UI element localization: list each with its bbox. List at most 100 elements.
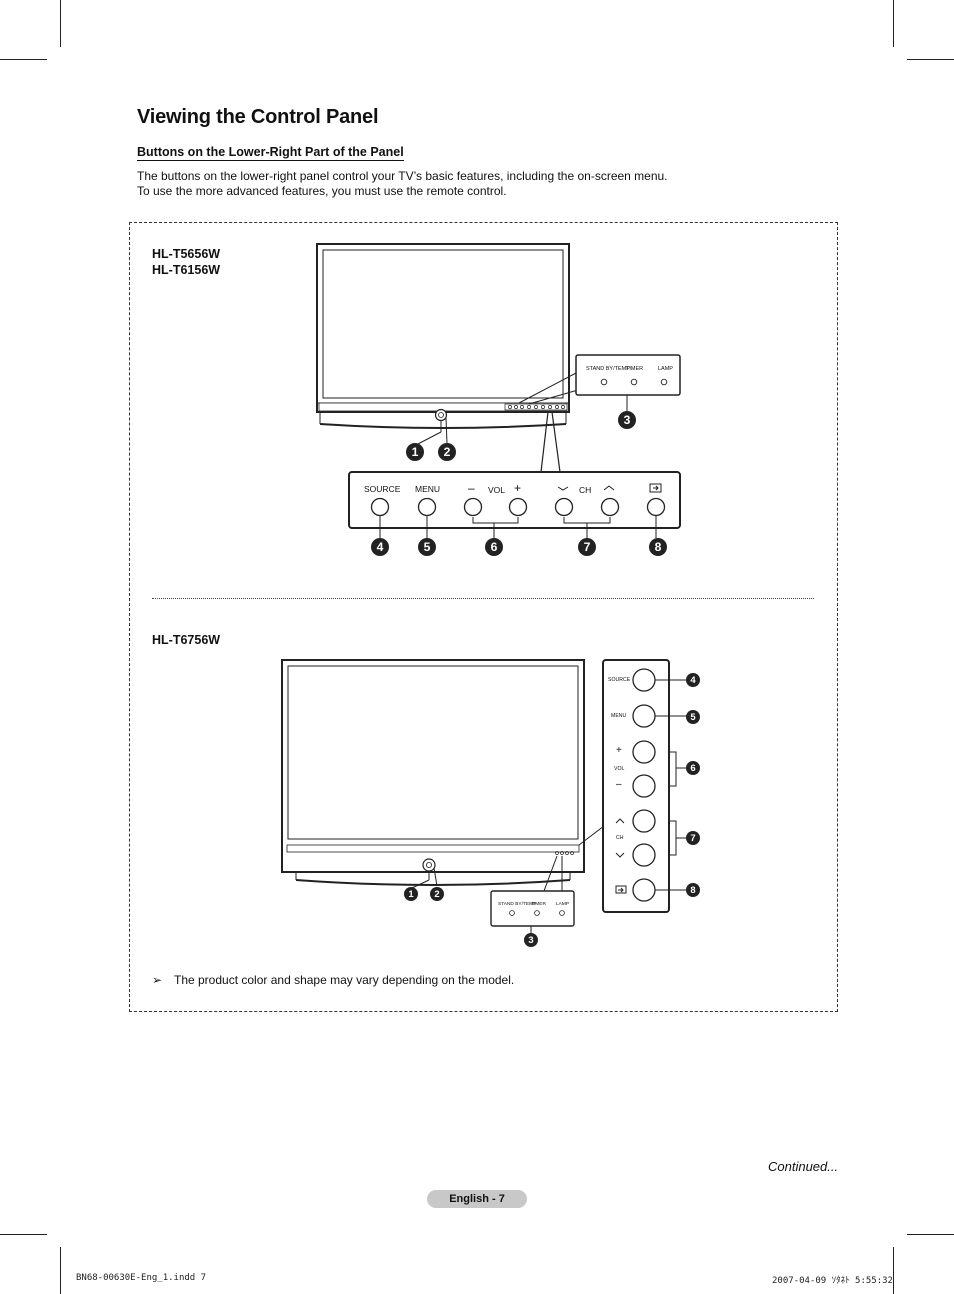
callout-badge <box>406 443 424 461</box>
vol-down-button <box>632 774 656 798</box>
ch-down-icon <box>557 486 569 491</box>
source-label: SOURCE <box>364 484 401 494</box>
indicator-label: LAMP <box>556 902 570 907</box>
page-number: English - 7 <box>427 1190 527 1208</box>
source-button <box>370 497 390 517</box>
ch-label: CH <box>616 835 624 841</box>
crop-mark <box>907 1234 954 1235</box>
callout-badge <box>438 443 456 461</box>
ch-down-icon <box>615 852 625 858</box>
callout-badge <box>371 538 389 556</box>
callout-badge <box>649 538 667 556</box>
menu-label: MENU <box>611 713 627 719</box>
crop-mark <box>893 1247 894 1294</box>
enter-icon <box>615 885 627 894</box>
callout-number: 6 <box>690 763 695 774</box>
callout-badge <box>686 831 700 845</box>
minus-label: – <box>468 481 475 495</box>
ch-down-button <box>632 843 656 867</box>
indicator-label: TIMER <box>531 902 546 907</box>
lamp-led <box>559 910 565 916</box>
callout-badge <box>418 538 436 556</box>
ch-up-button <box>600 497 620 517</box>
section-divider <box>152 598 814 599</box>
print-footer-right: 2007-04-09 ｿﾀﾈﾄ 5:55:32 <box>772 1276 893 1286</box>
crop-mark <box>0 1234 47 1235</box>
continued-label: Continued... <box>768 1159 839 1174</box>
ch-down-button <box>554 497 574 517</box>
indicator-label: LAMP <box>658 366 673 372</box>
callout-badge <box>686 673 700 687</box>
standby-led <box>509 910 515 916</box>
callout-number: 8 <box>655 540 662 554</box>
indicator-label: STAND BY/TEMP <box>498 902 537 907</box>
source-label: SOURCE <box>608 677 631 683</box>
intro-line: To use the more advanced features, you m… <box>137 184 507 198</box>
page-title: Viewing the Control Panel <box>137 106 379 128</box>
vol-up-button <box>508 497 528 517</box>
tv-screen <box>322 249 564 399</box>
callout-badge <box>686 761 700 775</box>
crop-mark <box>893 0 894 47</box>
crop-mark <box>0 59 47 60</box>
callout-number: 2 <box>434 889 439 900</box>
vol-up-button <box>632 740 656 764</box>
callout-number: 1 <box>412 445 419 459</box>
callout-number: 7 <box>584 540 591 554</box>
indicator-panel <box>575 354 681 396</box>
callout-number: 3 <box>624 413 631 427</box>
ch-label: CH <box>579 485 592 495</box>
model-name: HL-T5656W <box>152 247 221 261</box>
callout-number: 7 <box>690 833 695 844</box>
lamp-led <box>660 378 668 386</box>
intro-line: The buttons on the lower-right panel con… <box>137 169 668 183</box>
callout-badge <box>578 538 596 556</box>
diagram-box <box>129 222 838 1012</box>
vol-label: VOL <box>614 766 625 772</box>
ch-up-icon <box>603 485 615 491</box>
tv-mini-controls <box>504 403 568 411</box>
model-list-2: HL-T6756W <box>152 632 220 648</box>
print-footer-left: BN68-00630E-Eng_1.indd 7 <box>76 1273 207 1283</box>
vol-label: VOL <box>488 485 506 495</box>
enter-icon <box>649 483 662 493</box>
note-arrow-icon: ➢ <box>152 973 163 987</box>
callout-badge <box>686 883 700 897</box>
footnote: ➢ The product color and shape may vary de… <box>152 973 514 987</box>
plus-label: + <box>514 481 522 495</box>
callout-number: 8 <box>690 885 695 896</box>
model-name: HL-T6156W <box>152 263 221 277</box>
intro-text: The buttons on the lower-right panel con… <box>137 169 668 199</box>
callout-number: 6 <box>491 540 498 554</box>
timer-led <box>534 910 540 916</box>
callout-number: 3 <box>528 935 533 946</box>
crop-mark <box>60 1247 61 1294</box>
callout-badge <box>430 887 444 901</box>
footnote-text: The product color and shape may vary dep… <box>174 973 515 987</box>
tv-screen <box>287 665 579 840</box>
callout-badge <box>524 933 538 947</box>
ch-up-button <box>632 809 656 833</box>
crop-mark <box>907 59 954 60</box>
callout-number: 4 <box>690 675 696 686</box>
callout-badge <box>618 411 636 429</box>
callout-number: 2 <box>444 445 451 459</box>
tv-mini-controls <box>555 851 574 855</box>
menu-button <box>417 497 437 517</box>
crop-mark <box>60 0 61 47</box>
callout-badge <box>686 710 700 724</box>
menu-label: MENU <box>415 484 441 494</box>
indicator-panel <box>490 890 575 927</box>
callout-number: 5 <box>424 540 431 554</box>
callout-number: 4 <box>377 540 384 554</box>
model-list-1: HL-T5656W HL-T6156W <box>152 246 220 278</box>
callout-badge <box>485 538 503 556</box>
power-button-small <box>434 408 448 422</box>
indicator-label: TIMER <box>626 366 644 372</box>
enter-button <box>646 497 666 517</box>
vol-down-button <box>463 497 483 517</box>
plus-label: + <box>616 745 622 756</box>
standby-led <box>600 378 608 386</box>
